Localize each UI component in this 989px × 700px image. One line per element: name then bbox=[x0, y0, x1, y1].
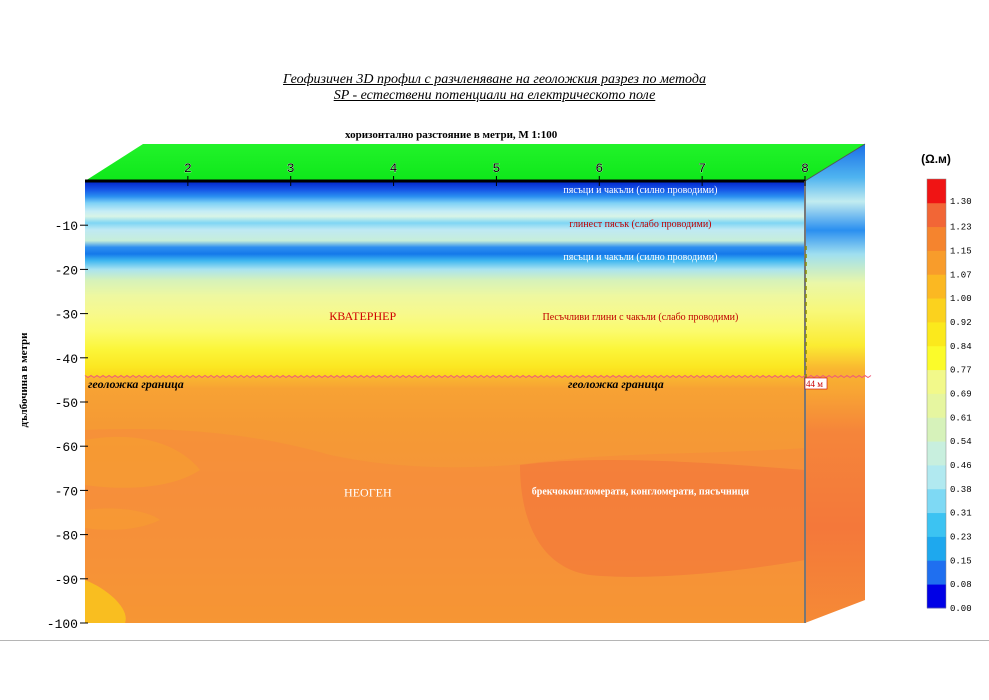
colorbar-swatch-17 bbox=[927, 179, 946, 204]
annotation-0: КВАТЕРНЕР bbox=[329, 309, 396, 323]
colorbar-tick-8: 0.61 bbox=[950, 413, 972, 423]
colorbar-tick-11: 0.84 bbox=[950, 342, 972, 352]
colorbar-tick-15: 1.15 bbox=[950, 247, 972, 257]
y-tick-label-1: -20 bbox=[55, 263, 78, 278]
colorbar-swatch-4 bbox=[927, 488, 946, 514]
layer-labels: пясъци и чакъли (силно проводими) глинест… bbox=[543, 185, 739, 323]
x-tick-label-3: 5 bbox=[493, 161, 501, 176]
colorbar-tick-2: 0.15 bbox=[950, 556, 972, 566]
boundary-label-right: геоложка граница bbox=[568, 377, 664, 391]
colorbar-tick-16: 1.23 bbox=[950, 223, 972, 233]
x-axis-ticks: 2 3 4 5 6 7 8 bbox=[184, 161, 809, 186]
x-tick-label-5: 7 bbox=[698, 161, 706, 176]
y-tick-label-7: -80 bbox=[55, 529, 78, 544]
layer-label-0: пясъци и чакъли (силно проводими) bbox=[563, 185, 717, 196]
colorbar-tick-0: 0.00 bbox=[950, 604, 972, 614]
colorbar-swatch-5 bbox=[927, 465, 946, 490]
colorbar-swatch-13 bbox=[927, 274, 946, 299]
colorbar-swatch-3 bbox=[927, 512, 946, 537]
colorbar-swatch-7 bbox=[927, 417, 946, 442]
figure-title-line1: Геофизичен 3D профил с разчленяване на г… bbox=[283, 72, 706, 87]
annotations: КВАТЕРНЕР НЕОГЕН брекчоконгломерати, конгл… bbox=[329, 309, 749, 500]
colorbar-unit: (Ω.м) bbox=[921, 152, 951, 166]
x-axis-label: хоризонтално разстояние в метри, М 1:100 bbox=[345, 129, 558, 141]
colorbar-swatch-16 bbox=[927, 202, 946, 228]
layer-label-3: Песъчливи глини с чакъли (слабо проводим… bbox=[543, 312, 739, 323]
colorbar-tick-1: 0.08 bbox=[950, 580, 972, 590]
y-axis-label: дълбочина в метри bbox=[18, 332, 30, 428]
y-tick-label-6: -70 bbox=[55, 484, 78, 499]
colorbar-tick-6: 0.46 bbox=[950, 461, 972, 471]
colorbar-swatch-2 bbox=[927, 536, 946, 561]
y-tick-label-3: -40 bbox=[55, 352, 78, 367]
y-tick-label-0: -10 bbox=[55, 219, 78, 234]
y-tick-label-4: -50 bbox=[55, 396, 78, 411]
y-tick-label-9: -100 bbox=[47, 617, 78, 632]
y-tick-label-2: -30 bbox=[55, 308, 78, 323]
colorbar-swatch-12 bbox=[927, 298, 946, 323]
annotation-1: НЕОГЕН bbox=[344, 486, 392, 500]
colorbar-swatch-14 bbox=[927, 250, 946, 275]
y-tick-label-5: -60 bbox=[55, 440, 78, 455]
colorbar-tick-10: 0.77 bbox=[950, 366, 972, 376]
y-axis-ticks: -10 -20 -30 -40 -50 -60 -70 -80 -90 -100 bbox=[47, 219, 88, 632]
bottom-divider bbox=[0, 640, 989, 641]
colorbar-tick-14: 1.07 bbox=[950, 270, 972, 280]
colorbar-swatch-15 bbox=[927, 226, 946, 251]
colorbar-tick-13: 1.00 bbox=[950, 294, 972, 304]
geological-boundary-line bbox=[84, 374, 872, 379]
colorbar-tick-12: 0.92 bbox=[950, 318, 972, 328]
x-tick-label-0: 2 bbox=[184, 161, 192, 176]
colorbar-tick-5: 0.38 bbox=[950, 485, 972, 495]
boundary-label-left: геоложка граница bbox=[88, 377, 184, 391]
layer-label-2: пясъци и чакъли (силно проводими) bbox=[563, 252, 717, 263]
boundary-depth-marker: 44 м bbox=[806, 379, 823, 389]
profile-side-face bbox=[805, 144, 865, 623]
colorbar-tick-7: 0.54 bbox=[950, 437, 972, 447]
colorbar-swatch-0 bbox=[927, 584, 946, 609]
colorbar-swatch-9 bbox=[927, 369, 946, 394]
colorbar-swatch-11 bbox=[927, 322, 946, 347]
colorbar-tick-17: 1.30 bbox=[950, 197, 972, 207]
x-tick-label-2: 4 bbox=[390, 161, 398, 176]
colorbar-swatch-6 bbox=[927, 441, 946, 466]
y-tick-label-8: -90 bbox=[55, 573, 78, 588]
x-tick-label-1: 3 bbox=[287, 161, 295, 176]
colorbar-swatch-10 bbox=[927, 345, 946, 371]
colorbar-swatch-8 bbox=[927, 393, 946, 418]
annotation-2: брекчоконгломерати, конгломерати, пясъчн… bbox=[532, 486, 750, 497]
x-tick-label-6: 8 bbox=[801, 161, 809, 176]
colorbar-frame bbox=[926, 178, 947, 609]
colorbar-tick-4: 0.31 bbox=[950, 509, 972, 519]
surface-top-face bbox=[85, 144, 865, 181]
neogene-zones bbox=[85, 429, 805, 623]
figure-title-line2: SP - естествени потенциали на електричес… bbox=[333, 88, 656, 103]
x-tick-label-4: 6 bbox=[595, 161, 603, 176]
layer-label-1: глинест пясък (слабо проводими) bbox=[569, 219, 711, 230]
colorbar-tick-3: 0.23 bbox=[950, 533, 972, 543]
colorbar-tick-9: 0.69 bbox=[950, 390, 972, 400]
colorbar-swatch-1 bbox=[927, 560, 946, 585]
colorbar-legend: 0.00 0.08 0.15 0.23 0.31 0.38 0.46 0.54 0.61 0.69… bbox=[926, 178, 972, 614]
